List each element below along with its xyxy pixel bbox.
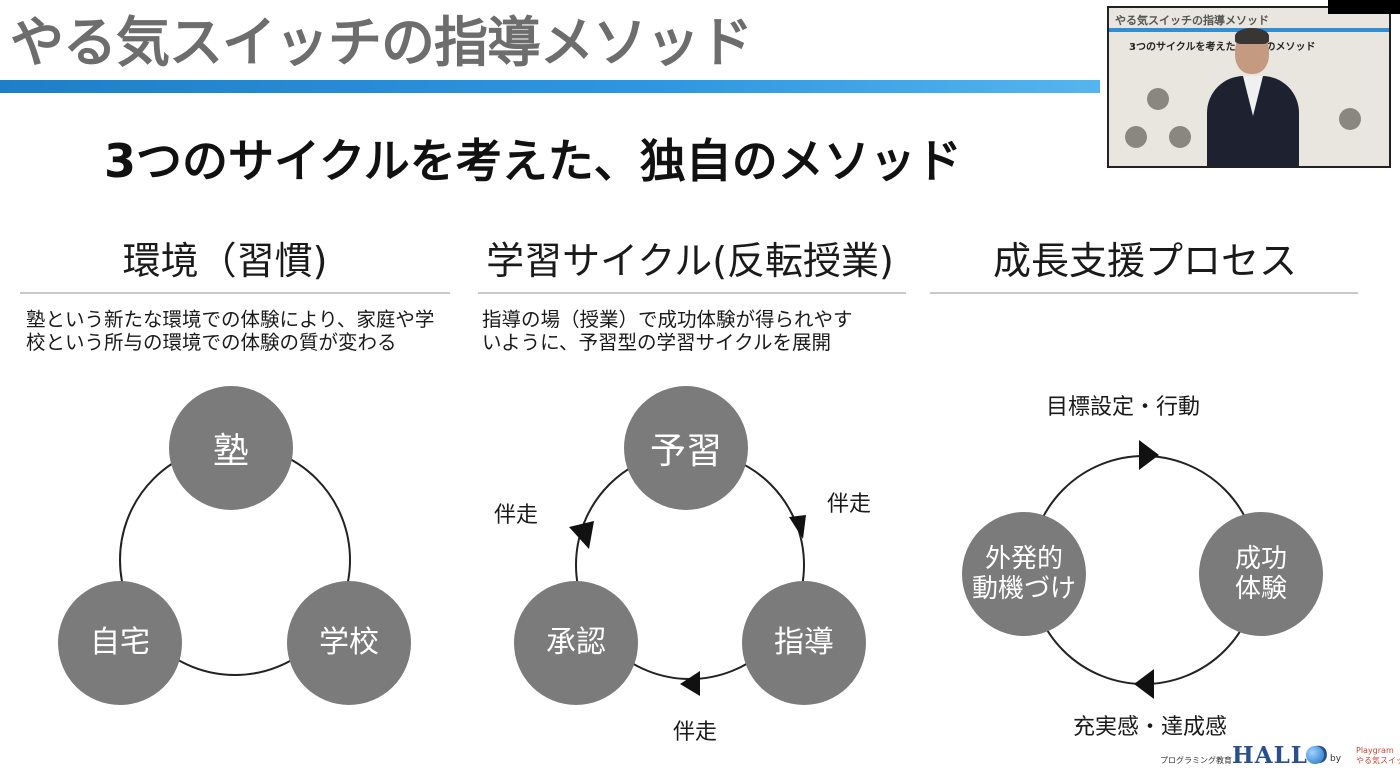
slide-title: やる気スイッチの指導メソッド bbox=[10, 11, 753, 74]
arrow-label-accompany: 伴走 bbox=[494, 503, 539, 528]
arrowhead-icon bbox=[1134, 669, 1154, 699]
node-label: 承認 bbox=[546, 625, 606, 660]
label-fulfillment: 充実感・達成感 bbox=[1073, 715, 1228, 740]
node-home: 自宅 bbox=[58, 581, 182, 705]
column-desc-environment: 塾という新たな環境での体験により、家庭や学 校という所与の環境での体験の質が変わ… bbox=[26, 308, 434, 354]
slide-subtitle: 3つのサイクルを考えた、独自のメソッド bbox=[104, 134, 962, 188]
window-corner-bar bbox=[1328, 0, 1400, 14]
presenter-video-thumbnail[interactable]: やる気スイッチの指導メソッド 3つのサイクルを考えた、独自のメソッド bbox=[1107, 6, 1391, 168]
brand-line: やる気スイッチ bbox=[1356, 756, 1400, 765]
arrowhead-icon bbox=[569, 521, 594, 549]
arrowhead-icon bbox=[789, 515, 806, 539]
column-desc-learning-cycle: 指導の場（授業）で成功体験が得られやす いように、予習型の学習サイクルを展開 bbox=[482, 308, 853, 354]
logo-caption: プログラミング教育 bbox=[1160, 756, 1232, 765]
desc-line: いように、予習型の学習サイクルを展開 bbox=[482, 331, 832, 354]
node-external-motivation: 外発的 動機づけ bbox=[962, 512, 1086, 636]
globe-icon bbox=[1306, 746, 1324, 764]
arrowhead-icon bbox=[1139, 440, 1159, 470]
column-divider bbox=[478, 292, 906, 294]
node-label: 成功 bbox=[1234, 544, 1287, 574]
node-juku: 塾 bbox=[169, 386, 293, 510]
node-label: 自宅 bbox=[90, 625, 150, 660]
pip-slide-subtitle: 3つのサイクルを考えた、独自のメソッド bbox=[1129, 42, 1316, 53]
arrow-label-accompany: 伴走 bbox=[827, 492, 872, 517]
node-label: 外発的 bbox=[984, 544, 1063, 574]
presenter-hair bbox=[1235, 28, 1269, 44]
pip-node bbox=[1125, 126, 1147, 148]
logo-by: by bbox=[1330, 754, 1342, 764]
brand-logo: Playgram やる気スイッチ bbox=[1356, 746, 1400, 766]
node-preparation: 予習 bbox=[624, 386, 748, 510]
desc-line: 指導の場（授業）で成功体験が得られやす bbox=[482, 308, 853, 331]
column-title-learning-cycle: 学習サイクル(反転授業) bbox=[486, 239, 894, 283]
title-accent-bar bbox=[0, 80, 1100, 93]
node-label: 動機づけ bbox=[971, 574, 1076, 604]
column-divider bbox=[20, 292, 450, 294]
arrow-label-accompany: 伴走 bbox=[673, 720, 718, 745]
pip-node bbox=[1339, 108, 1361, 130]
label-goal-action: 目標設定・行動 bbox=[1046, 395, 1201, 420]
arrowhead-icon bbox=[680, 671, 700, 696]
pip-node bbox=[1147, 88, 1169, 110]
node-success-experience: 成功 体験 bbox=[1199, 512, 1323, 636]
pip-node bbox=[1169, 126, 1191, 148]
node-label: 学校 bbox=[319, 625, 379, 660]
column-divider bbox=[930, 292, 1358, 294]
column-title-growth-process: 成長支援プロセス bbox=[992, 239, 1297, 283]
node-label: 指導 bbox=[774, 625, 834, 660]
node-approval: 承認 bbox=[514, 581, 638, 705]
pip-slide-title: やる気スイッチの指導メソッド bbox=[1115, 14, 1269, 27]
desc-line: 塾という新たな環境での体験により、家庭や学 bbox=[26, 308, 435, 331]
node-label: 予習 bbox=[649, 431, 722, 472]
node-label: 塾 bbox=[212, 431, 249, 472]
node-instruction: 指導 bbox=[742, 581, 866, 705]
node-label: 体験 bbox=[1234, 574, 1287, 604]
column-title-environment: 環境（習慣) bbox=[122, 239, 328, 283]
presenter-figure bbox=[1205, 26, 1301, 166]
node-school: 学校 bbox=[287, 581, 411, 705]
brand-line: Playgram bbox=[1356, 746, 1394, 755]
desc-line: 校という所与の環境での体験の質が変わる bbox=[26, 331, 397, 354]
